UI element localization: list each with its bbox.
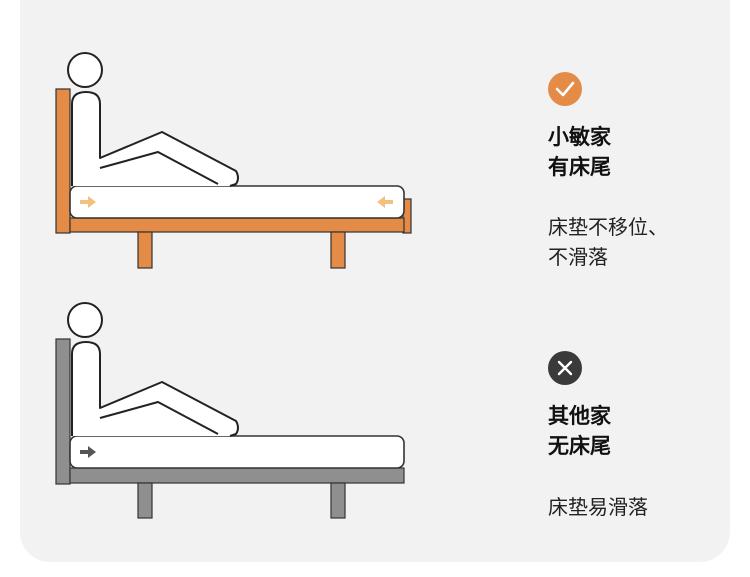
- bad-title-line: 其他家: [548, 404, 611, 428]
- good-title-line: 有床尾: [548, 155, 611, 179]
- x-badge: [548, 351, 582, 385]
- good-desc-line: 不滑落: [548, 245, 608, 269]
- good-title: 小敏家 有床尾: [548, 122, 611, 182]
- person-head: [67, 52, 103, 88]
- check-icon: [555, 81, 575, 97]
- headboard: [55, 338, 71, 485]
- mattress: [69, 435, 405, 469]
- headboard: [55, 88, 71, 234]
- bed-base: [69, 467, 405, 484]
- x-icon: [557, 360, 573, 376]
- bad-title-line: 无床尾: [548, 434, 611, 458]
- person-head: [67, 302, 103, 338]
- good-bed: [55, 52, 412, 269]
- bed-leg: [137, 231, 153, 269]
- mattress: [69, 185, 405, 219]
- bed-leg: [137, 482, 153, 519]
- person-body: [71, 91, 239, 187]
- arrow-right-icon: [80, 196, 96, 208]
- bad-title: 其他家 无床尾: [548, 401, 611, 461]
- person-body: [71, 341, 239, 437]
- bed-base: [69, 217, 405, 233]
- bad-desc-line: 床垫易滑落: [548, 495, 648, 519]
- bad-description: 床垫易滑落: [548, 492, 648, 522]
- good-desc-line: 床垫不移位、: [548, 215, 668, 239]
- bed-leg: [330, 231, 346, 269]
- arrow-right-icon: [80, 446, 96, 458]
- bed-leg: [330, 482, 346, 519]
- footboard: [402, 198, 412, 234]
- bad-bed: [55, 302, 405, 519]
- arrow-left-icon: [377, 196, 393, 208]
- good-description: 床垫不移位、 不滑落: [548, 212, 668, 272]
- good-title-line: 小敏家: [548, 125, 611, 149]
- check-badge: [548, 72, 582, 106]
